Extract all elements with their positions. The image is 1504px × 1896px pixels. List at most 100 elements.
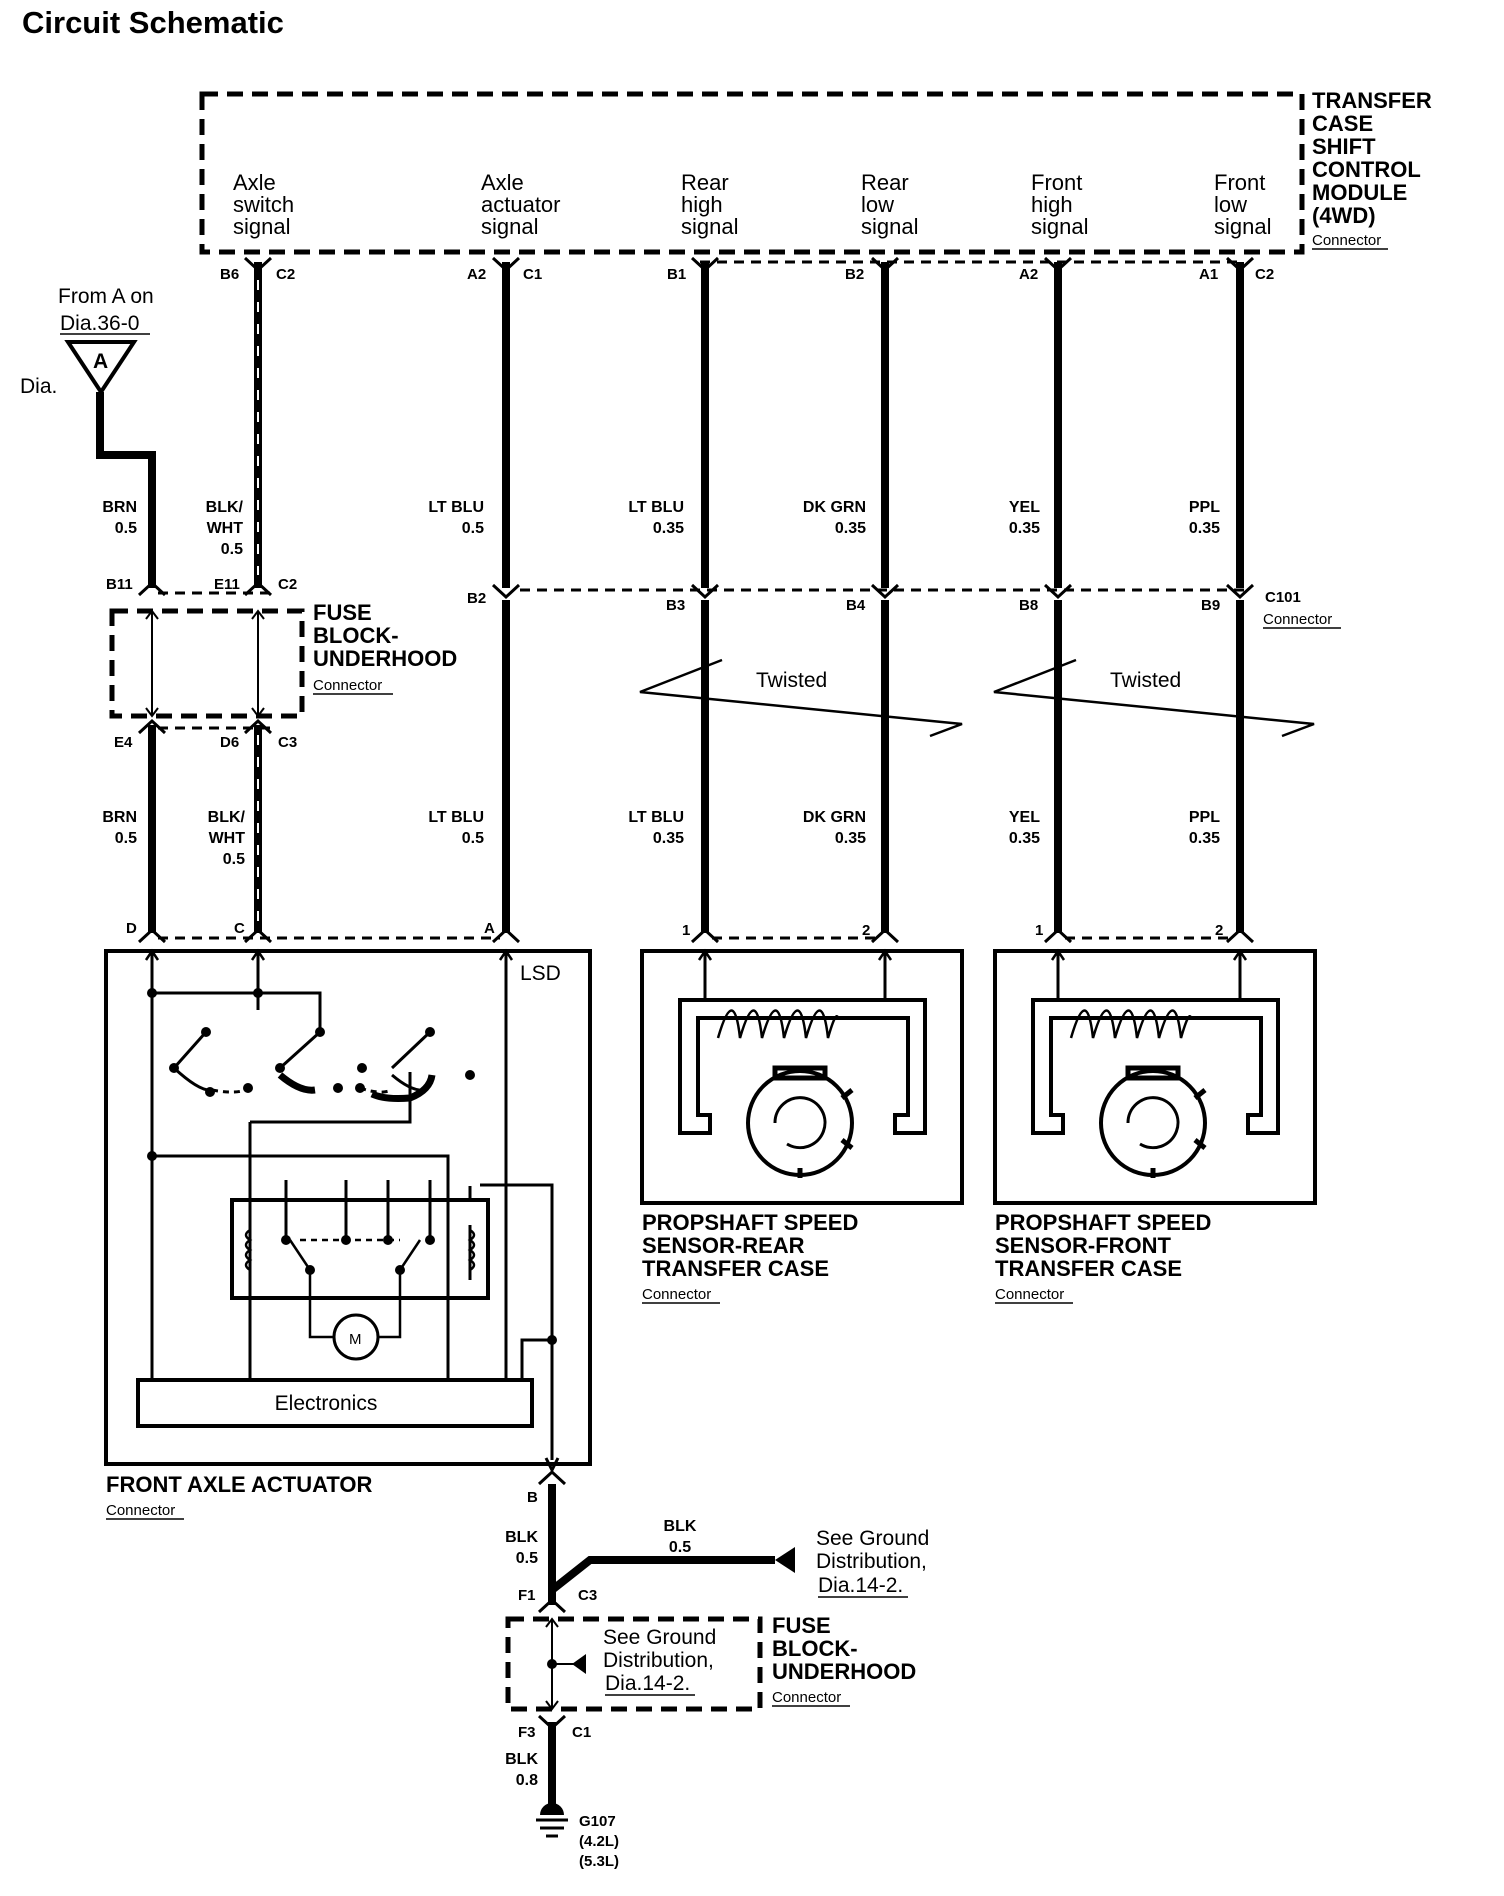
svg-text:C3: C3 bbox=[578, 1587, 597, 1604]
sensor-front: 1 2 PROPSHAFT SPEED SENSOR-FRONT TRANSFE… bbox=[993, 922, 1317, 1304]
module-pin-a2: A2 bbox=[467, 266, 486, 283]
fuse-pin-c3: C3 bbox=[278, 734, 297, 751]
offpage-connector: From A on Dia.36-0 A Dia. bbox=[20, 285, 154, 398]
fuse-pin-d6: D6 bbox=[220, 734, 239, 751]
svg-text:M: M bbox=[349, 1331, 362, 1348]
signal-rear-high: Rear high signal bbox=[681, 170, 738, 239]
sensor-front-name: PROPSHAFT SPEED SENSOR-FRONT TRANSFER CA… bbox=[995, 1210, 1218, 1281]
module-connector-label: Connector bbox=[1312, 232, 1381, 249]
ground-symbol-icon bbox=[540, 1803, 564, 1815]
module-pin-b6: B6 bbox=[220, 266, 239, 283]
front-tone-wheel-icon bbox=[1099, 1069, 1207, 1177]
module-conn-c1: C1 bbox=[523, 266, 542, 283]
svg-text:F1: F1 bbox=[518, 1587, 536, 1604]
see-ground-2: See Ground Distribution, Dia.14-2. bbox=[603, 1626, 722, 1695]
svg-text:C: C bbox=[234, 920, 245, 937]
signal-axle-actuator: Axle actuator signal bbox=[481, 170, 567, 239]
sensor-rear: 1 2 PROPSHAFT SPEED SENSOR-REAR TRANSFER… bbox=[640, 922, 964, 1304]
signal-axle-switch: Axle switch signal bbox=[233, 170, 300, 239]
actuator-name: FRONT AXLE ACTUATOR bbox=[106, 1472, 373, 1497]
fuse-block-bottom-name: FUSE BLOCK- UNDERHOOD bbox=[772, 1613, 916, 1684]
fuse-pin-c2: C2 bbox=[278, 576, 297, 593]
signal-rear-low: Rear low signal bbox=[861, 170, 918, 239]
wire-runs bbox=[96, 262, 1244, 933]
motor-icon bbox=[332, 1313, 380, 1361]
fuse-block-top-connector: Connector bbox=[313, 677, 382, 694]
offpage-letter: A bbox=[93, 350, 108, 373]
front-axle-actuator: D C A LSD bbox=[104, 920, 592, 1520]
svg-text:A: A bbox=[484, 920, 495, 937]
svg-text:1: 1 bbox=[1035, 922, 1043, 939]
svg-text:B: B bbox=[527, 1489, 538, 1506]
svg-text:B8: B8 bbox=[1019, 597, 1038, 614]
offpage-triangle-icon bbox=[64, 340, 138, 396]
fuse-pin-e4: E4 bbox=[114, 734, 133, 751]
module-pin-b2: B2 bbox=[845, 266, 864, 283]
svg-text:2: 2 bbox=[1215, 922, 1223, 939]
module-outline bbox=[199, 91, 1305, 255]
ground-name: G107 bbox=[579, 1813, 616, 1830]
svg-text:Twisted: Twisted bbox=[1110, 669, 1181, 692]
svg-text:2: 2 bbox=[862, 922, 870, 939]
module-pin-b1: B1 bbox=[667, 266, 686, 283]
see-ground-1: See Ground Distribution, Dia.14-2. bbox=[816, 1527, 935, 1597]
electronics-box bbox=[136, 1378, 534, 1428]
ground-notes: (4.2L) (5.3L) bbox=[579, 1833, 623, 1870]
svg-text:1: 1 bbox=[682, 922, 690, 939]
twisted-pair-front: Twisted bbox=[993, 658, 1315, 738]
signal-front-low: Front low signal bbox=[1214, 170, 1271, 239]
svg-text:C1: C1 bbox=[572, 1724, 591, 1741]
svg-text:B4: B4 bbox=[846, 597, 866, 614]
svg-text:B2: B2 bbox=[467, 590, 486, 607]
offpage-dia-label: Dia. bbox=[20, 375, 57, 398]
page-title: Circuit Schematic bbox=[22, 5, 284, 40]
c101-connector-label: Connector bbox=[1263, 611, 1332, 628]
module-pin-a2b: A2 bbox=[1019, 266, 1038, 283]
fuse-block-top: B11 E11 C2 E4 D6 C3 FUSE BLOCK- UNDERHOO… bbox=[106, 576, 457, 751]
rear-tone-wheel-icon bbox=[746, 1069, 854, 1177]
signal-front-high: Front high signal bbox=[1031, 170, 1088, 239]
electronics-label: Electronics bbox=[275, 1392, 378, 1415]
transfer-case-module: TRANSFER CASE SHIFT CONTROL MODULE (4WD)… bbox=[199, 88, 1438, 283]
module-conn-c2-b: C2 bbox=[1255, 266, 1274, 283]
svg-text:Connector: Connector bbox=[642, 1286, 711, 1303]
svg-text:Twisted: Twisted bbox=[756, 669, 827, 692]
fuse-pin-e11: E11 bbox=[214, 576, 240, 593]
svg-text:B9: B9 bbox=[1201, 597, 1220, 614]
module-pin-a1: A1 bbox=[1199, 266, 1218, 283]
actuator-connector-label: Connector bbox=[106, 1502, 175, 1519]
svg-text:D: D bbox=[126, 920, 137, 937]
sensor-rear-name: PROPSHAFT SPEED SENSOR-REAR TRANSFER CAS… bbox=[642, 1210, 865, 1281]
svg-text:Connector: Connector bbox=[772, 1689, 841, 1706]
c101-name: C101 bbox=[1265, 589, 1301, 606]
svg-text:F3: F3 bbox=[518, 1724, 536, 1741]
lsd-label: LSD bbox=[520, 962, 561, 985]
svg-text:B3: B3 bbox=[666, 597, 685, 614]
fuse-block-top-name: FUSE BLOCK- UNDERHOOD bbox=[313, 600, 457, 671]
fuse-pin-b11: B11 bbox=[106, 576, 133, 593]
module-name: TRANSFER CASE SHIFT CONTROL MODULE (4WD) bbox=[1312, 88, 1438, 228]
twisted-pair-rear: Twisted bbox=[639, 658, 963, 738]
offpage-dia-ref: Dia.36-0 bbox=[60, 312, 139, 335]
